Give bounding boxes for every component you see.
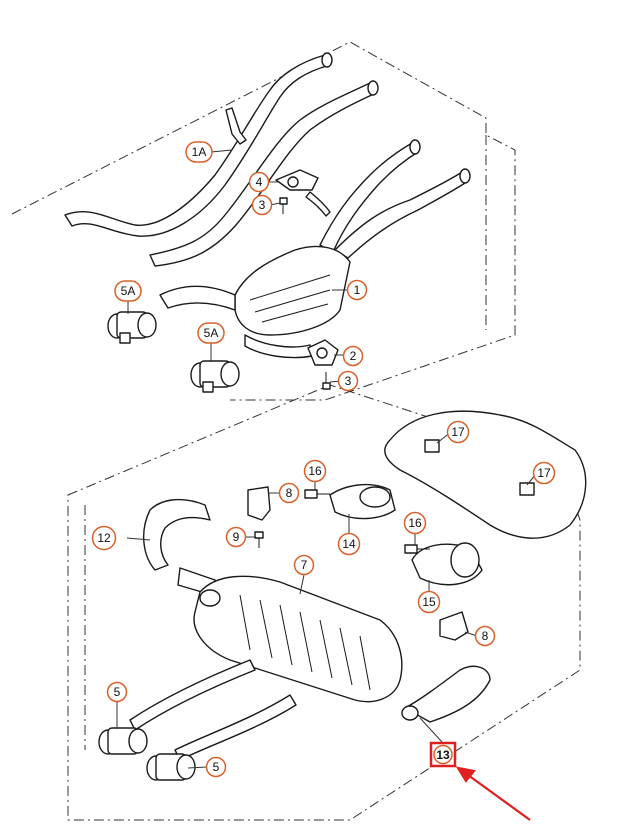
callout-label: 9 [233, 530, 240, 544]
callout-label: 16 [308, 464, 322, 478]
callout-label: 5 [213, 760, 220, 774]
callout-8b: 8 [474, 625, 496, 647]
bolt-3a [279, 197, 288, 214]
callout-17b: 17 [532, 461, 556, 485]
callout-label: 5A [204, 326, 219, 340]
rear-pipes [129, 659, 491, 761]
callout-label: 16 [408, 516, 422, 530]
callout-12: 12 [91, 525, 117, 551]
middle-pipes [319, 139, 471, 259]
heat-shield [384, 410, 587, 539]
callout-label: 1A [192, 145, 207, 159]
callout-label: 1 [354, 283, 361, 297]
callout-5a-mid: 5A [197, 322, 225, 344]
callout-3a: 3 [251, 194, 273, 216]
callout-1: 1 [346, 279, 368, 301]
callout-9: 9 [225, 526, 247, 548]
callout-7: 7 [293, 554, 315, 576]
callout-16a: 16 [303, 459, 327, 483]
callout-label: 8 [482, 629, 489, 643]
bolt-3b [322, 372, 331, 390]
callout-15: 15 [417, 590, 441, 614]
callout-3b: 3 [337, 370, 359, 392]
callout-17a: 17 [446, 420, 470, 444]
callout-8a: 8 [278, 482, 300, 504]
clamp-5a-mid [190, 360, 240, 393]
bracket-8b [439, 611, 469, 641]
callout-label: 12 [97, 531, 111, 545]
clamp-5-bot [146, 753, 196, 781]
front-silencer-1 [159, 245, 351, 359]
callout-label: 14 [342, 537, 356, 551]
callout-label: 3 [259, 198, 266, 212]
callout-16b: 16 [403, 511, 427, 535]
screw-16b [404, 544, 430, 554]
tail-trim-14 [329, 483, 396, 520]
rear-silencer-7 [193, 575, 403, 703]
callout-label: 2 [350, 349, 357, 363]
highlighted-part-13[interactable]: 13 [429, 741, 457, 768]
pipe-12 [142, 498, 216, 596]
highlight-label: 13 [436, 748, 450, 762]
screw-16a [304, 489, 330, 499]
callout-14: 14 [337, 532, 361, 556]
clamp-5-top [98, 727, 148, 755]
callout-5a-top: 5A [114, 280, 142, 302]
hanger-4 [275, 169, 331, 217]
callout-label: 15 [422, 595, 436, 609]
callout-label: 3 [345, 374, 352, 388]
bracket-8a [247, 486, 271, 521]
callout-label: 4 [256, 175, 263, 189]
upper-assembly-frame [11, 41, 516, 401]
callout-1a: 1A [185, 141, 213, 163]
callout-4: 4 [248, 171, 270, 193]
callout-2: 2 [342, 345, 364, 367]
callout-label: 5 [114, 685, 121, 699]
callout-5-bot: 5 [205, 756, 227, 778]
tail-trim-15 [411, 542, 483, 586]
callout-label: 8 [286, 486, 293, 500]
clamp-5a-top [107, 311, 157, 344]
hanger-2 [307, 339, 339, 366]
callout-label: 17 [537, 466, 551, 480]
callout-label: 7 [301, 558, 308, 572]
callout-label: 5A [121, 284, 136, 298]
callout-label: 17 [451, 425, 465, 439]
lower-assembly-frame [67, 384, 581, 821]
pointer-arrow [455, 766, 531, 821]
callout-5-top: 5 [106, 681, 128, 703]
screw-9 [254, 531, 264, 548]
